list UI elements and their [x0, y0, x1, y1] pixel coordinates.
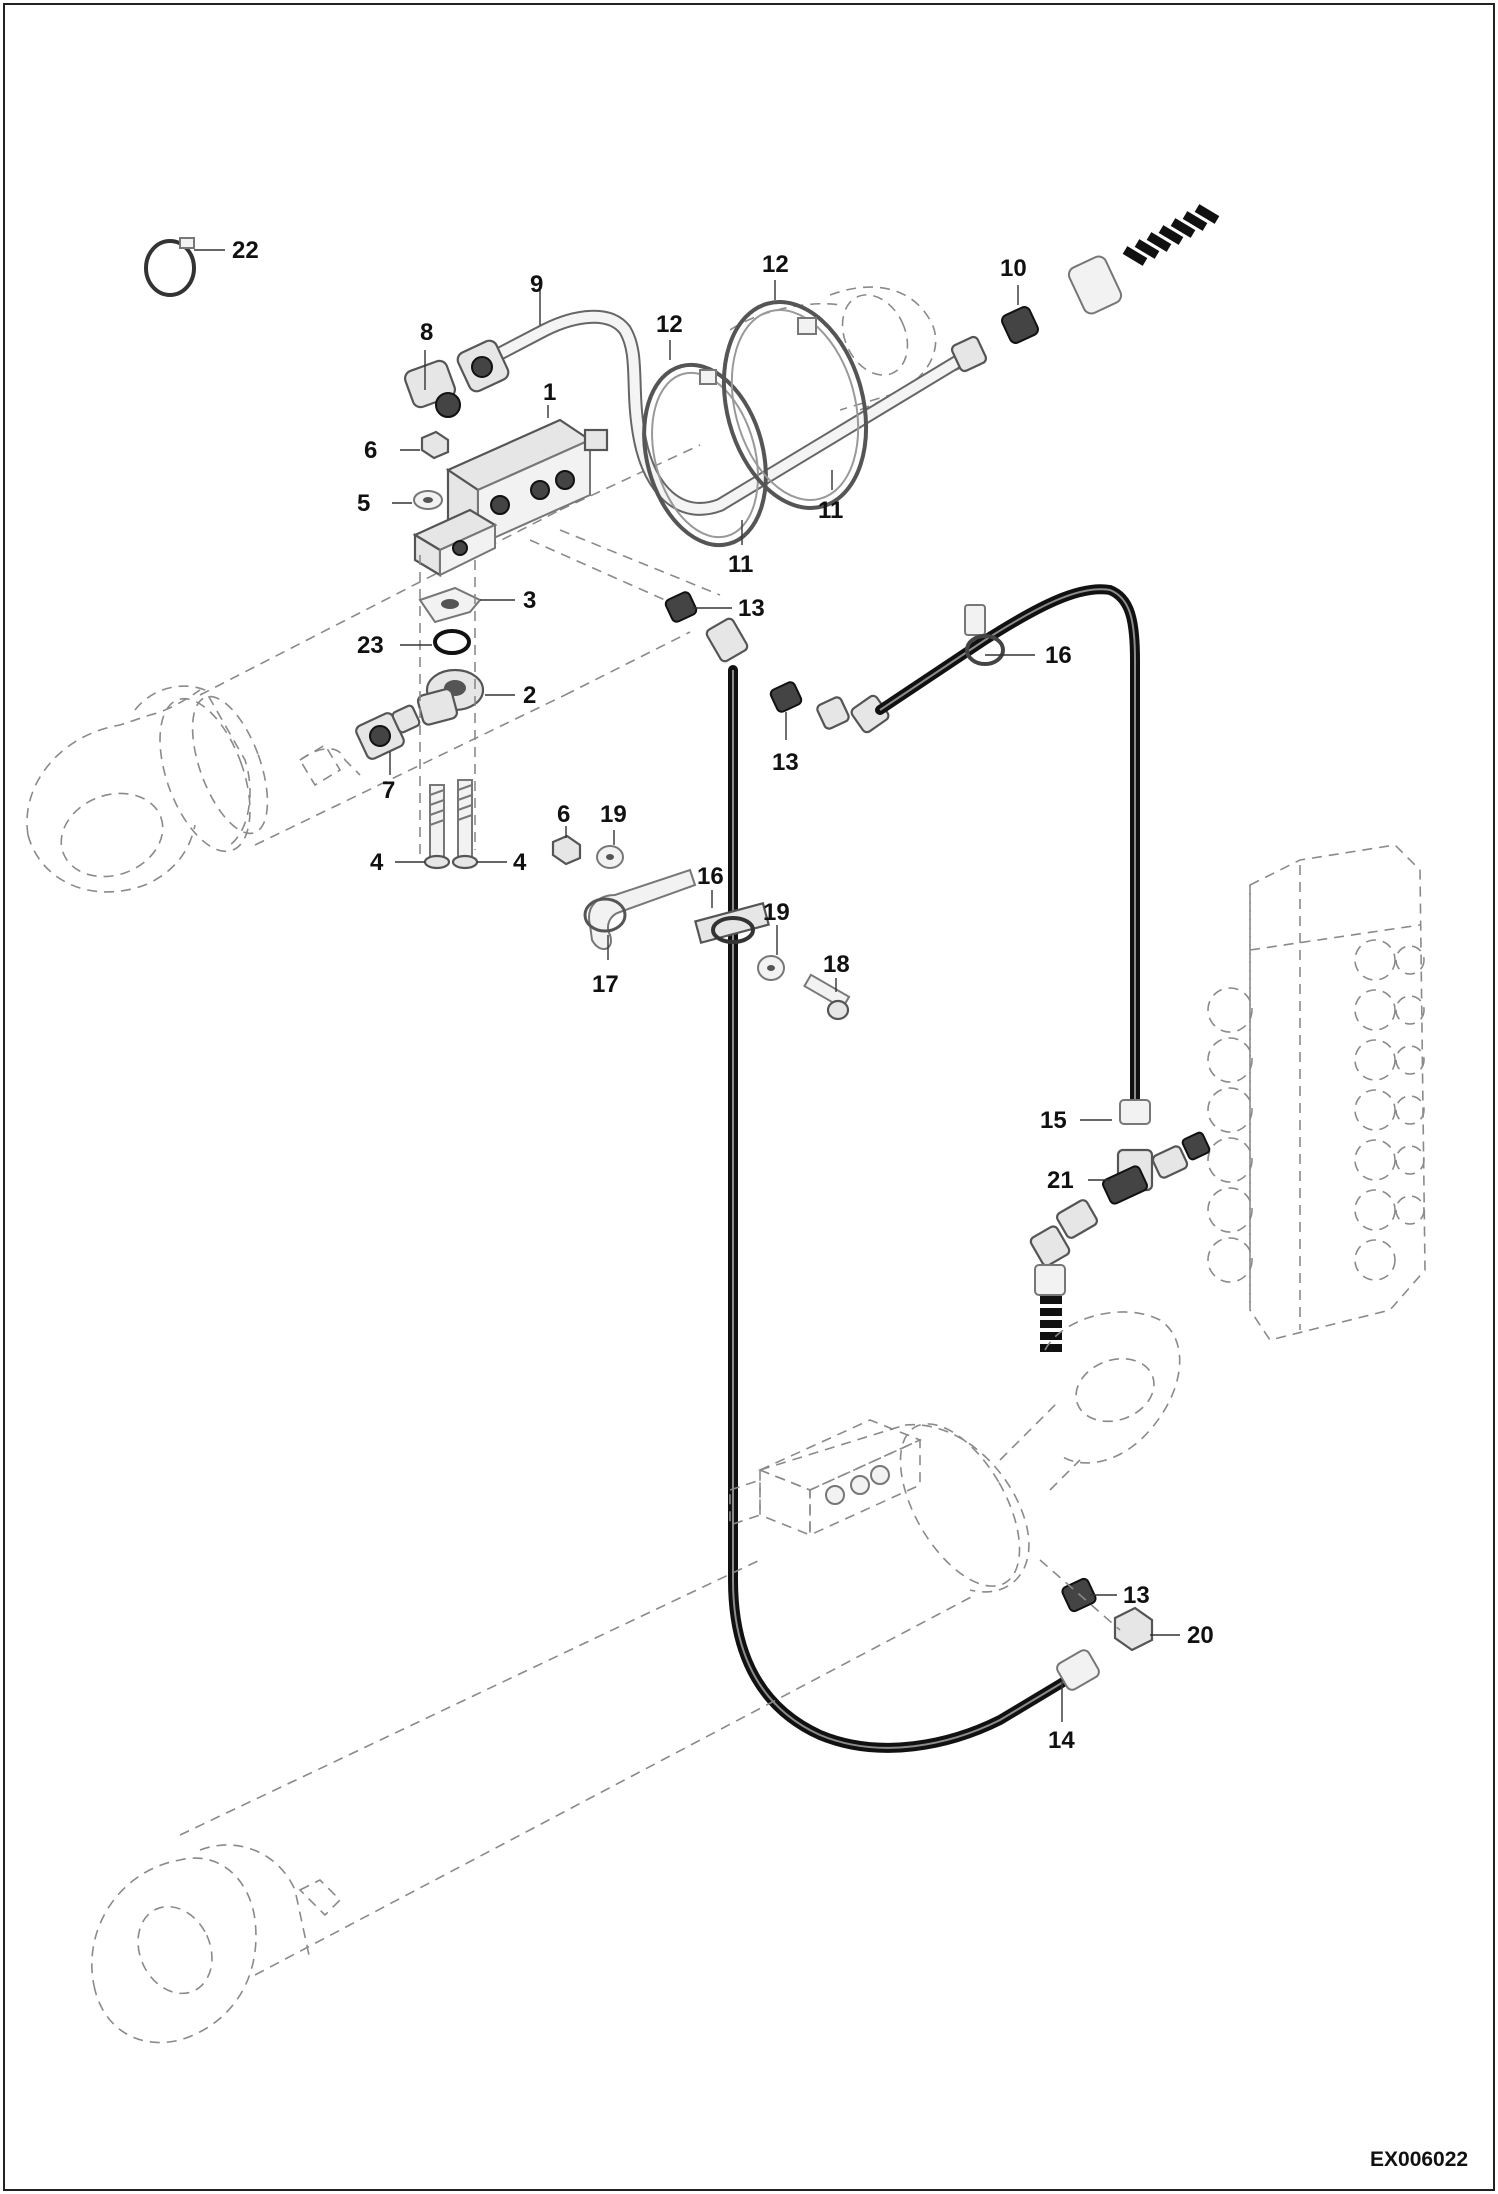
callout-21: 21 — [1047, 1167, 1074, 1194]
clamp-17 — [583, 868, 697, 950]
callout-17: 17 — [592, 971, 619, 998]
callout-1: 1 — [543, 379, 556, 406]
clamp-ring-12-right — [721, 300, 869, 510]
callout-15: 15 — [1040, 1107, 1067, 1134]
fitting-10 — [950, 255, 1123, 373]
callout-10: 10 — [1000, 255, 1027, 282]
washer-19-lower — [757, 955, 785, 981]
nut-20 — [1113, 1606, 1154, 1652]
callout-labels: 22 8 9 1 6 5 3 23 2 7 4 4 6 19 17 16 19 … — [232, 237, 1214, 1754]
callout-16-lower: 16 — [697, 863, 724, 890]
callout-14: 14 — [1048, 1727, 1075, 1754]
callout-20: 20 — [1187, 1622, 1214, 1649]
plate-16-lower — [693, 901, 771, 945]
drawing-code: EX006022 — [1370, 2148, 1468, 2171]
callout-23: 23 — [357, 632, 384, 659]
clamp-ring-12-left — [642, 362, 768, 548]
callout-22: 22 — [232, 237, 259, 264]
callout-11-left: 11 — [728, 551, 753, 578]
control-valve-bank — [1207, 844, 1426, 1341]
callout-11-right: 11 — [818, 497, 843, 524]
callout-13-upper-b: 13 — [772, 749, 799, 776]
flange-fitting-2 — [416, 668, 485, 726]
elbow-fitting-8 — [403, 339, 510, 418]
washer-5 — [413, 490, 443, 510]
lower-valve-block — [729, 1419, 923, 1537]
washer-19-upper — [596, 845, 624, 869]
callout-8: 8 — [420, 319, 433, 346]
callout-6-top: 6 — [364, 437, 377, 464]
screw-4-right — [451, 779, 479, 870]
hose-14 — [728, 665, 1100, 1753]
hose-end-break-lower — [1040, 1296, 1062, 1352]
hose-end-break-top — [1122, 204, 1220, 266]
callout-13-upper-a: 13 — [738, 595, 765, 622]
callout-4-right: 4 — [513, 849, 527, 876]
o-ring-23 — [433, 629, 471, 655]
upper-cylinder-outline — [26, 444, 701, 893]
callout-9: 9 — [530, 271, 543, 298]
bolt-18 — [803, 973, 851, 1021]
screw-4-left — [423, 784, 451, 870]
sheet-border — [3, 3, 1495, 2191]
callout-6-lower: 6 — [557, 801, 570, 828]
valve-block-1 — [412, 418, 609, 577]
dashed-line-lower-fitting — [1039, 1559, 1121, 1631]
adapter-fitting-7 — [298, 704, 421, 787]
callout-12-right: 12 — [762, 251, 789, 278]
fitting-13-upper-b — [769, 681, 890, 734]
control-valve-spools — [1207, 939, 1425, 1283]
nut-6-top — [420, 430, 450, 460]
hose-16-upper — [875, 584, 1151, 1125]
pipe-9 — [471, 309, 967, 516]
callout-2: 2 — [523, 682, 536, 709]
leader-lines — [194, 249, 1180, 1722]
lower-cylinder-outline — [91, 1311, 1181, 2044]
callout-5: 5 — [357, 490, 370, 517]
callout-18: 18 — [823, 951, 850, 978]
callout-7: 7 — [382, 777, 395, 804]
hose-clamp-16-upper — [964, 604, 1005, 666]
callout-13-lower: 13 — [1123, 1582, 1150, 1609]
callout-19-upper: 19 — [600, 801, 627, 828]
elbow-hose-fitting — [1029, 1199, 1098, 1296]
callout-12-left: 12 — [656, 311, 683, 338]
callout-3: 3 — [523, 587, 536, 614]
flange-3 — [418, 586, 482, 624]
nut-6-lower — [551, 834, 582, 866]
tee-fitting-21 — [1102, 1131, 1211, 1205]
callout-16-upper: 16 — [1045, 642, 1072, 669]
hose-clamp-22 — [144, 237, 196, 297]
callout-19-lower: 19 — [763, 899, 790, 926]
callout-4-left: 4 — [370, 849, 384, 876]
fitting-13-upper-a — [664, 591, 749, 663]
dashed-assembly-lines — [419, 529, 721, 860]
